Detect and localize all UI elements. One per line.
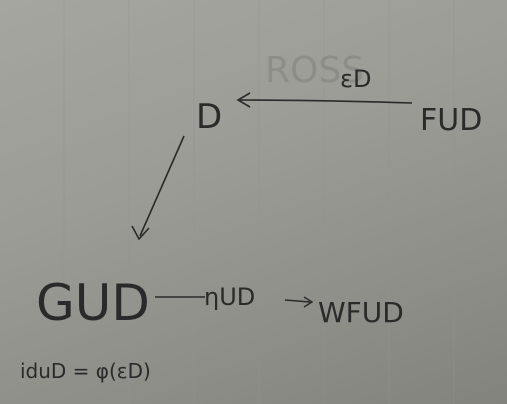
arrow-d-to-gud <box>131 135 185 241</box>
arrow-fud-to-d <box>236 92 413 108</box>
label-eta-ud: ηUD <box>204 283 255 311</box>
node-gud: GUD <box>36 274 150 332</box>
node-fud: FUD <box>420 103 482 138</box>
arrow-gud-to-wfud <box>155 296 314 308</box>
background-ghost-text: ROSS <box>265 50 364 91</box>
label-epsilon-d: εD <box>340 65 371 93</box>
node-d: D <box>196 97 222 137</box>
node-wfud: WFUD <box>318 296 404 329</box>
identity-note: iduD = φ(εD) <box>20 359 151 383</box>
